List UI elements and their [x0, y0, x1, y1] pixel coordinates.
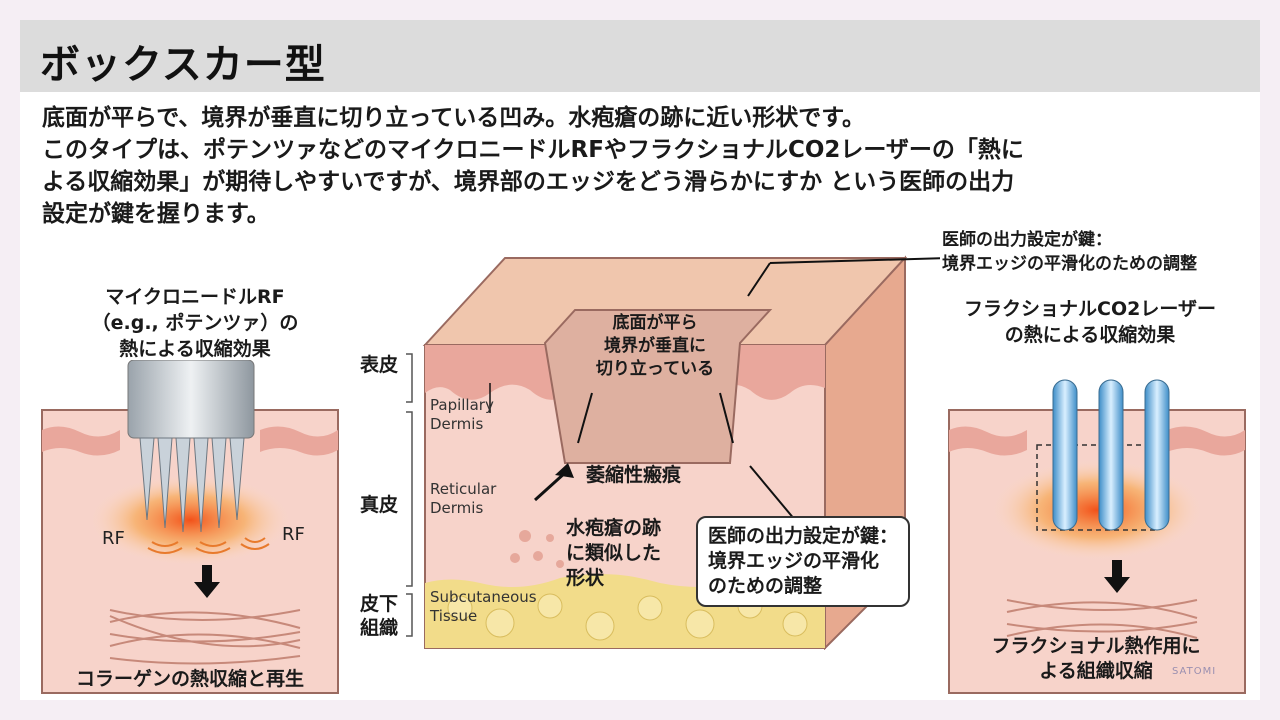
heat-zone	[90, 475, 290, 565]
heat-zone	[992, 460, 1202, 560]
co2-illustration	[948, 379, 1246, 694]
description-line: 底面が平らで、境界が垂直に切り立っている凹み。水疱瘡の跡に近い形状です。	[42, 105, 865, 131]
co2-caption-line: フラクショナル熱作用に	[991, 635, 1201, 657]
physician-callout-box: 医師の出力設定が鍵： 境界エッジの平滑化 のための調整	[696, 516, 911, 607]
rf-heading-line: （e.g., ポテンツァ）の	[91, 312, 299, 334]
scar-shape-line: 切り立っている	[595, 359, 715, 379]
epidermis-layer	[1167, 426, 1245, 456]
page-title: ボックスカー型	[40, 42, 326, 88]
epidermis-layer	[42, 426, 120, 456]
arrow-left-edge	[533, 470, 568, 502]
brand-logo: SATOMI	[1172, 666, 1217, 677]
fat-cells	[447, 593, 808, 641]
callout-line: 境界エッジの平滑化	[708, 550, 880, 572]
rf-waves	[147, 537, 270, 554]
handpiece	[127, 360, 255, 439]
down-arrow	[194, 565, 220, 598]
label-papillary-line: Dermis	[430, 415, 484, 433]
boxcar-depression	[543, 309, 773, 464]
chickenpox-line: 水疱瘡の跡	[566, 517, 662, 539]
label-subcutaneous: Subcutaneous Tissue	[430, 588, 537, 626]
co2-heading-line: フラクショナルCO2レーザー	[964, 298, 1216, 320]
description: 底面が平らで、境界が垂直に切り立っている凹み。水疱瘡の跡に近い形状です。 このタ…	[42, 102, 1252, 230]
epidermis-layer	[260, 426, 338, 456]
chickenpox-line: に類似した	[566, 542, 662, 564]
scar-shape-label: 底面が平ら 境界が垂直に 切り立っている	[580, 312, 730, 381]
arrow-left-inner	[577, 392, 593, 444]
scar-shape-line: 底面が平ら	[612, 313, 698, 333]
rf-heading-line: マイクロニードルRF	[105, 286, 285, 308]
rf-label-right: RF	[282, 524, 305, 545]
collagen-fibers	[109, 609, 301, 665]
label-subcutaneous-line: Subcutaneous	[430, 588, 537, 606]
chickenpox-marks	[510, 530, 564, 568]
label-subcutis-line: 皮下	[360, 593, 399, 615]
label-subcutis-line: 組織	[360, 617, 399, 639]
label-papillary: Papillary Dermis	[430, 396, 494, 434]
arrow-left-edge	[555, 463, 574, 478]
laser-beams	[1052, 379, 1170, 531]
callout-top-line: 境界エッジの平滑化のための調整	[942, 254, 1197, 274]
label-reticular: Reticular Dermis	[430, 480, 496, 518]
microneedles	[139, 437, 245, 533]
description-line: このタイプは、ポテンツァなどのマイクロニードルRFやフラクショナルCO2レーザー…	[42, 137, 1024, 163]
rf-caption: コラーゲンの熱収縮と再生	[76, 667, 304, 690]
chickenpox-label: 水疱瘡の跡 に類似した 形状	[566, 516, 661, 591]
co2-heading: フラクショナルCO2レーザー の熱による収縮効果	[940, 296, 1240, 348]
label-dermis: 真皮	[360, 494, 399, 516]
chickenpox-line: 形状	[566, 567, 605, 589]
description-line: 設定が鍵を握ります。	[42, 201, 270, 227]
description-line: よる収縮効果」が期待しやすいですが、境界部のエッジをどう滑らかにすか という医師…	[42, 169, 1015, 195]
label-subcutis: 皮下 組織	[360, 592, 398, 640]
slide: ボックスカー型 底面が平らで、境界が垂直に切り立っている凹み。水疱瘡の跡に近い形…	[20, 20, 1260, 700]
callout-line: のための調整	[708, 575, 823, 597]
title-bar: ボックスカー型	[20, 20, 1260, 92]
atrophic-scar-label: 萎縮性瘢痕	[586, 464, 682, 486]
label-subcutaneous-line: Tissue	[430, 607, 478, 625]
co2-caption-line: よる組織収縮	[1039, 660, 1153, 682]
rf-heading-line: 熱による収縮効果	[119, 338, 271, 360]
down-arrow	[1104, 560, 1130, 593]
label-reticular-line: Dermis	[430, 499, 484, 517]
rf-heading: マイクロニードルRF （e.g., ポテンツァ）の 熱による収縮効果	[60, 284, 330, 362]
co2-caption: フラクショナル熱作用に よる組織収縮	[948, 634, 1244, 684]
top-callout-line	[769, 257, 940, 264]
callout-top-line: 医師の出力設定が鍵：	[942, 230, 1112, 250]
label-reticular-line: Reticular	[430, 480, 497, 498]
top-callout-arrow	[747, 262, 771, 297]
collagen-fibers	[1006, 599, 1198, 639]
label-papillary-line: Papillary	[430, 396, 494, 414]
physician-callout-top: 医師の出力設定が鍵： 境界エッジの平滑化のための調整	[942, 228, 1197, 276]
co2-heading-line: の熱による収縮効果	[1004, 324, 1176, 346]
rf-illustration: RF RF コラーゲンの熱収縮と再生	[41, 360, 339, 694]
arrow-right-inner	[719, 392, 734, 444]
callout-line: 医師の出力設定が鍵：	[708, 525, 899, 547]
layer-brackets	[406, 353, 413, 637]
rf-label-left: RF	[102, 528, 125, 549]
scar-shape-line: 境界が垂直に	[604, 336, 706, 356]
epidermis-layer	[949, 426, 1027, 456]
label-epidermis: 表皮	[360, 354, 399, 376]
